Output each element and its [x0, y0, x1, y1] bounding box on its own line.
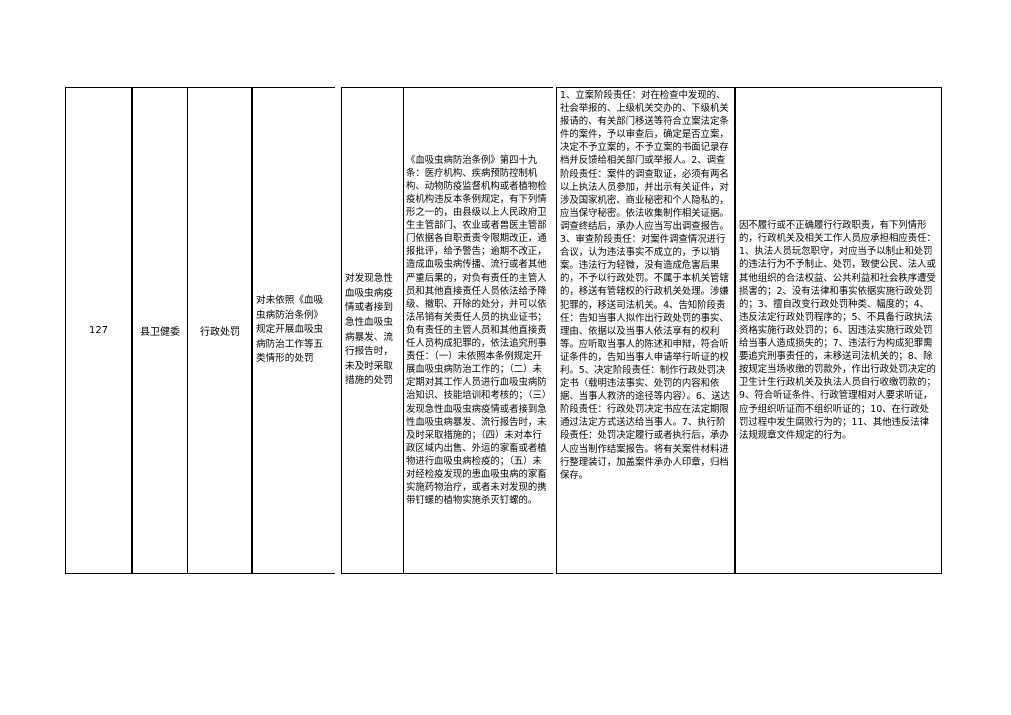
accountability-text: 因不履行或不正确履行行政职责，有下列情形的，行政机关及相关工作人员应承担相应责任…: [739, 220, 936, 441]
legal-basis: 《血吸虫病防治条例》第四十九条：医疗机构、疾病预防控制机构、动物防疫监督机构或者…: [406, 154, 547, 507]
power-category: 行政处罚: [200, 327, 240, 338]
legal-basis-cell: 《血吸虫病防治条例》第四十九条：医疗机构、疾病预防控制机构、动物防疫监督机构或者…: [403, 87, 553, 574]
department-name: 县卫健委: [140, 327, 180, 338]
row-number: 127: [88, 325, 109, 336]
accountability-cell: 因不履行或不正确履行行政职责，有下列情形的，行政机关及相关工作人员应承担相应责任…: [735, 87, 942, 574]
department-cell: 县卫健委: [131, 87, 188, 574]
item-name-cell: 对未依照《血吸虫病防治条例》规定开展血吸虫病防治工作等五类情形的处罚: [251, 87, 335, 574]
item-name: 对未依照《血吸虫病防治条例》规定开展血吸虫病防治工作等五类情形的处罚: [256, 295, 324, 365]
subitem-name: 对发现急性血吸虫病疫情或者接到急性血吸虫病暴发、流行报告时，未及时采取措施的处罚: [345, 273, 393, 387]
category-cell: 行政处罚: [188, 87, 252, 574]
responsibility-cell: 1、立案阶段责任：对在检查中发现的、社会举报的、上级机关交办的、下级机关报请的、…: [556, 87, 735, 574]
row-number-cell: 127: [65, 87, 132, 574]
responsibility-text: 1、立案阶段责任：对在检查中发现的、社会举报的、上级机关交办的、下级机关报请的、…: [560, 90, 731, 481]
subitem-cell: 对发现急性血吸虫病疫情或者接到急性血吸虫病暴发、流行报告时，未及时采取措施的处罚: [341, 87, 404, 574]
